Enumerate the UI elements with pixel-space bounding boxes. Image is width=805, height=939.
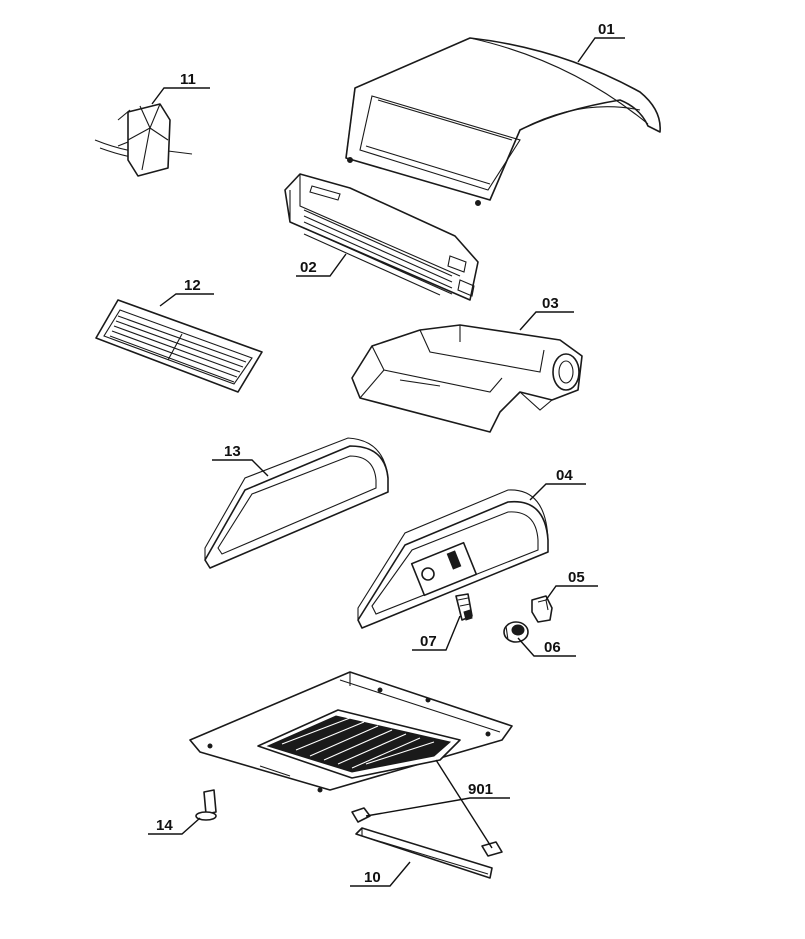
callout-label-07: 07 — [420, 633, 437, 650]
callout-label-11: 11 — [180, 71, 196, 88]
part-01-top-cover — [345, 37, 661, 206]
callout-label-12: 12 — [184, 277, 201, 294]
callout-01: 01 — [577, 21, 625, 63]
callout-04: 04 — [529, 467, 586, 501]
callout-label-901: 901 — [468, 781, 493, 798]
callout-03: 03 — [519, 295, 574, 331]
part-02-grille-box — [284, 173, 479, 301]
part-06-knob — [503, 621, 529, 643]
callout-13: 13 — [212, 443, 269, 477]
callout-14: 14 — [148, 817, 201, 835]
callout-label-01: 01 — [598, 21, 615, 38]
callout-label-14: 14 — [156, 817, 173, 834]
part-12-louvre-panel — [95, 299, 263, 393]
callout-label-10: 10 — [364, 869, 381, 886]
part-07-thermostat — [455, 593, 473, 621]
callout-901: 901 — [365, 759, 510, 849]
callout-06: 06 — [517, 637, 576, 657]
callout-label-03: 03 — [542, 295, 559, 312]
part-04-control-side-panel — [357, 489, 549, 629]
callout-label-04: 04 — [556, 467, 573, 484]
callout-label-13: 13 — [224, 443, 241, 460]
callout-07: 07 — [412, 615, 461, 651]
callout-label-02: 02 — [300, 259, 317, 276]
part-10-rail-bar — [355, 827, 493, 879]
callout-label-05: 05 — [568, 569, 585, 586]
base-plate — [189, 671, 513, 793]
callout-11: 11 — [151, 71, 210, 105]
part-11-fan-motor — [94, 103, 193, 177]
callout-10: 10 — [350, 861, 411, 887]
part-14-bracket — [195, 789, 217, 821]
callout-02: 02 — [296, 253, 347, 277]
part-05-switch — [531, 595, 553, 623]
part-03-fan-housing — [351, 324, 583, 433]
callout-12: 12 — [159, 277, 214, 307]
part-13-side-frame — [204, 437, 389, 569]
callout-label-06: 06 — [544, 639, 561, 656]
callout-05: 05 — [545, 569, 598, 601]
